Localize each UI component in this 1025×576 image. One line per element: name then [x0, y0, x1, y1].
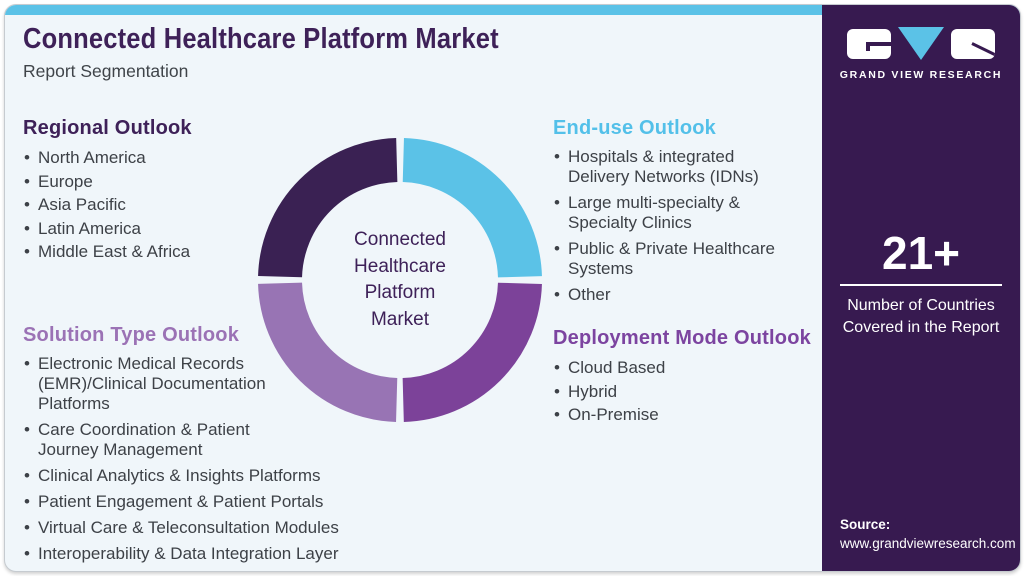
source-label: Source:: [840, 517, 891, 532]
end-use-outlook-title: End-use Outlook: [553, 117, 716, 139]
logo-v-triangle-icon: [898, 27, 944, 60]
gvr-logo: GRAND VIEW RESEARCH: [822, 27, 1020, 81]
solution-type-outlook-list: Electronic Medical Records (EMR)/Clinica…: [23, 354, 385, 564]
donut-segment-solution-type-outlook: [258, 138, 542, 422]
source-note: Source: www.grandviewresearch.com: [840, 515, 1016, 553]
deployment-mode-outlook-title: Deployment Mode Outlook: [553, 327, 811, 349]
page-subtitle: Report Segmentation: [23, 61, 189, 81]
regional-outlook-list: North AmericaEuropeAsia PacificLatin Ame…: [23, 147, 273, 264]
section-solution-type-outlook: Solution Type Outlook Electronic Medical…: [23, 324, 385, 570]
list-item: Cloud Based: [553, 357, 815, 380]
list-item: Care Coordination & Patient Journey Mana…: [23, 420, 385, 460]
top-accent-bar: [5, 5, 1020, 15]
section-end-use-outlook: End-use Outlook Hospitals & integrated D…: [553, 117, 805, 311]
list-item: Other: [553, 285, 805, 305]
page-title: Connected Healthcare Platform Market: [23, 23, 499, 55]
list-item: Public & Private Healthcare Systems: [553, 239, 805, 279]
list-item: Hybrid: [553, 381, 815, 404]
list-item: Electronic Medical Records (EMR)/Clinica…: [23, 354, 385, 414]
list-item: Hospitals & integrated Delivery Networks…: [553, 147, 805, 187]
logo-wordmark: GRAND VIEW RESEARCH: [839, 69, 1003, 81]
source-url: www.grandviewresearch.com: [840, 536, 1016, 551]
stat-divider: [840, 284, 1002, 286]
end-use-outlook-list: Hospitals & integrated Delivery Networks…: [553, 147, 805, 305]
list-item: Middle East & Africa: [23, 241, 273, 264]
list-item: Virtual Care & Teleconsultation Modules: [23, 518, 385, 538]
list-item: Clinical Analytics & Insights Platforms: [23, 466, 385, 486]
regional-outlook-title: Regional Outlook: [23, 117, 192, 139]
solution-type-outlook-title: Solution Type Outlook: [23, 324, 240, 346]
section-deployment-mode-outlook: Deployment Mode Outlook Cloud BasedHybri…: [553, 327, 815, 428]
logo-g-icon: [847, 28, 891, 59]
donut-segment-end-use-outlook: [258, 138, 542, 422]
infographic-card: Connected Healthcare Platform Market Rep…: [4, 4, 1021, 572]
countries-stat: 21+ Number of Countries Covered in the R…: [822, 229, 1020, 338]
donut-center-label: Connected Healthcare Platform Market: [354, 229, 446, 330]
list-item: Interoperability & Data Integration Laye…: [23, 544, 385, 564]
list-item: Large multi-specialty & Specialty Clinic…: [553, 193, 805, 233]
list-item: Patient Engagement & Patient Portals: [23, 492, 385, 512]
list-item: Asia Pacific: [23, 194, 273, 217]
logo-r-icon: [951, 28, 995, 59]
sidebar: GRAND VIEW RESEARCH 21+ Number of Countr…: [822, 5, 1020, 571]
donut-segment-regional-outlook: [258, 138, 542, 422]
deployment-mode-outlook-list: Cloud BasedHybridOn-Premise: [553, 357, 815, 427]
list-item: North America: [23, 147, 273, 170]
list-item: On-Premise: [553, 404, 815, 427]
section-regional-outlook: Regional Outlook North AmericaEuropeAsia…: [23, 117, 273, 265]
donut-chart: Connected Healthcare Platform Market: [256, 136, 544, 424]
stat-caption: Number of Countries Covered in the Repor…: [842, 297, 1000, 336]
list-item: Latin America: [23, 218, 273, 241]
donut-chart-svg: [258, 137, 542, 422]
stat-value: 21+: [881, 227, 961, 279]
list-item: Europe: [23, 171, 273, 194]
header: Connected Healthcare Platform Market Rep…: [23, 23, 564, 82]
